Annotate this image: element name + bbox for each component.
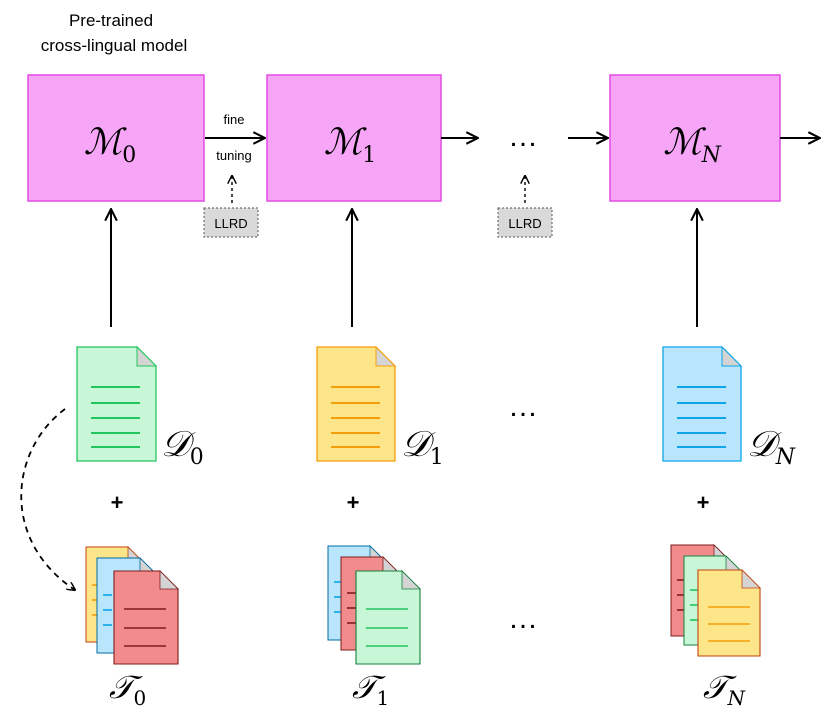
- ellipsis-models: …: [508, 120, 538, 153]
- model-label-0: ℳ0: [84, 122, 137, 168]
- llrd-box-2: LLRD: [497, 207, 553, 238]
- task-stack-1: [327, 545, 421, 665]
- llrd-label-2: LLRD: [508, 216, 541, 231]
- dataset-label-n: 𝒟N: [747, 424, 796, 470]
- header-line-1: Pre-trained: [69, 11, 153, 30]
- task-doc-yellow: [697, 569, 761, 657]
- dataset-doc-0: [76, 345, 158, 462]
- dataset-doc-n: [662, 345, 743, 462]
- model-label-n: ℳN: [663, 122, 722, 168]
- task-doc-red: [113, 570, 179, 665]
- dataset-label-0: 𝒟0: [161, 424, 204, 470]
- plus-1: +: [347, 490, 360, 515]
- ellipsis-tasks: …: [508, 602, 538, 635]
- task-label-0: 𝒯0: [109, 668, 146, 710]
- llrd-box-1: LLRD: [203, 207, 259, 238]
- dataset-doc-1: [316, 345, 397, 462]
- task-label-n: 𝒯N: [703, 668, 747, 710]
- dashed-curve-arrow: [20, 408, 75, 590]
- llrd-label-1: LLRD: [214, 216, 247, 231]
- header-line-2: cross-lingual model: [41, 36, 187, 55]
- task-doc-green: [355, 570, 421, 665]
- model-box-0: ℳ0: [27, 74, 205, 202]
- plus-n: +: [697, 490, 710, 515]
- task-stack-n: [670, 544, 761, 657]
- model-box-n: ℳN: [609, 74, 781, 202]
- ellipsis-datasets: …: [508, 390, 538, 423]
- model-box-1: ℳ1: [266, 74, 442, 202]
- plus-0: +: [111, 490, 124, 515]
- tuning-label: tuning: [216, 148, 251, 163]
- task-label-1: 𝒯1: [352, 668, 389, 710]
- model-label-1: ℳ1: [324, 122, 377, 168]
- task-stack-0: [85, 546, 179, 665]
- fine-label: fine: [224, 112, 245, 127]
- dataset-label-1: 𝒟1: [401, 424, 444, 470]
